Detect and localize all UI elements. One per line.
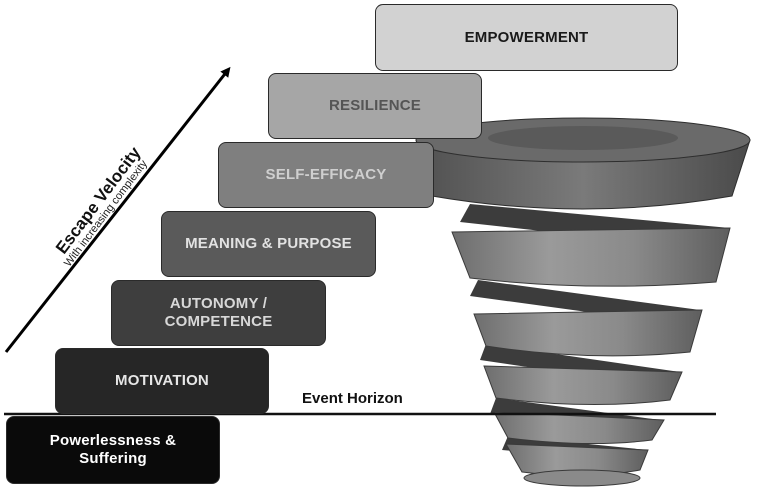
step-label: EMPOWERMENT	[464, 28, 589, 46]
event-horizon-label: Event Horizon	[302, 390, 403, 407]
step-label: AUTONOMY / COMPETENCE	[164, 295, 273, 330]
escape-velocity-arrow	[4, 66, 231, 353]
step-meaning-purpose: MEANING & PURPOSE	[161, 211, 376, 277]
step-empowerment: EMPOWERMENT	[375, 4, 678, 71]
step-label: RESILIENCE	[328, 97, 421, 114]
step-label: SELF-EFFICACY	[265, 166, 387, 183]
step-autonomy-competence: AUTONOMY / COMPETENCE	[111, 280, 326, 346]
step-self-efficacy: SELF-EFFICACY	[218, 142, 434, 208]
step-label: MEANING & PURPOSE	[185, 235, 352, 252]
spiral-funnel	[415, 117, 751, 487]
step-label: MOTIVATION	[115, 372, 209, 389]
step-motivation: MOTIVATION	[55, 348, 269, 414]
step-powerlessness-suffering: Powerlessness & Suffering	[6, 416, 220, 484]
step-label: Powerlessness & Suffering	[49, 432, 177, 467]
step-resilience: RESILIENCE	[268, 73, 482, 139]
